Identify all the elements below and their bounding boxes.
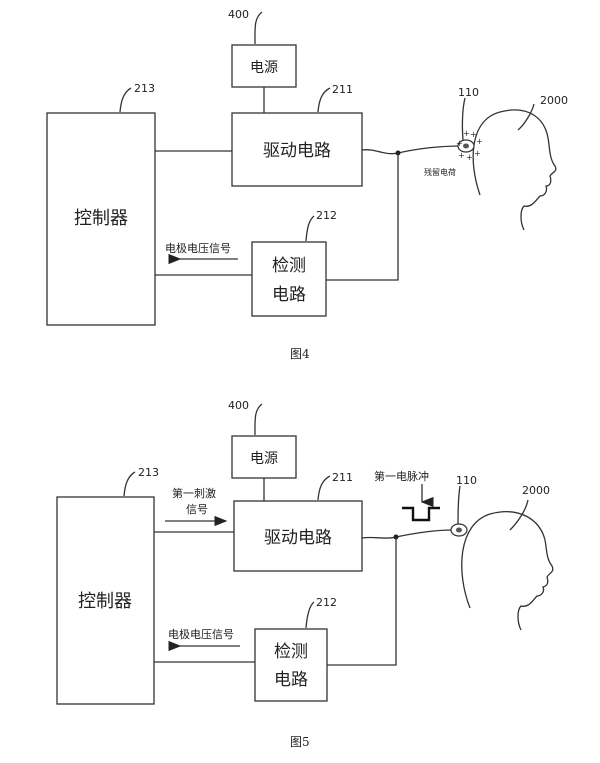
driver-circuit-label: 驱动电路 xyxy=(264,528,332,548)
ref-400: 400 xyxy=(228,8,249,21)
detect-circuit-label-1: 检测 xyxy=(272,256,306,276)
leader-2000 xyxy=(517,103,535,131)
power-supply-label: 电源 xyxy=(250,451,278,467)
figure-4: 电源 400 驱动电路 211 控制器 213 检测 电路 212 电极电压信号… xyxy=(0,0,600,380)
leader-2000 xyxy=(509,499,529,531)
residual-charge-marks: + + + + + + + xyxy=(456,129,483,162)
feedback-wire xyxy=(327,537,397,666)
leader-213 xyxy=(123,471,136,497)
leader-400 xyxy=(254,11,263,45)
svg-text:+: + xyxy=(463,129,470,138)
driver-circuit-box xyxy=(233,500,363,572)
leader-211 xyxy=(317,87,331,113)
signal-label: 电极电压信号 xyxy=(165,241,231,255)
controller-label: 控制器 xyxy=(78,591,132,612)
driver-circuit-label: 驱动电路 xyxy=(263,141,331,161)
ref-400: 400 xyxy=(228,399,249,412)
pulse-label: 第一电脉冲 xyxy=(374,469,429,483)
head-outline xyxy=(461,511,554,631)
electrode-core xyxy=(463,143,469,149)
stim-label-1: 第一刺激 xyxy=(172,486,216,500)
figure-5: 电源 400 驱动电路 211 控制器 213 第一刺激 信号 检测 电路 21… xyxy=(0,380,600,763)
ref-212: 212 xyxy=(316,596,337,609)
leader-213 xyxy=(119,87,132,113)
figure-4-diagram: 电源 400 驱动电路 211 控制器 213 检测 电路 212 电极电压信号… xyxy=(46,8,568,361)
svg-text:+: + xyxy=(474,149,481,158)
ref-110: 110 xyxy=(456,474,477,487)
controller-label: 控制器 xyxy=(74,208,128,229)
residual-charge-label: 残留电荷 xyxy=(424,167,456,177)
driver-output-wire xyxy=(361,145,463,155)
stim-label-2: 信号 xyxy=(186,503,208,516)
driver-circuit-box xyxy=(231,112,363,187)
svg-text:+: + xyxy=(466,153,473,162)
detect-circuit-box xyxy=(251,241,327,317)
ref-2000: 2000 xyxy=(522,484,550,497)
ref-213: 213 xyxy=(138,466,159,479)
svg-text:+: + xyxy=(458,151,465,160)
detect-circuit-box xyxy=(254,628,328,702)
power-supply-label: 电源 xyxy=(250,60,278,76)
ref-211: 211 xyxy=(332,83,353,96)
ref-110: 110 xyxy=(458,86,479,99)
ref-211: 211 xyxy=(332,471,353,484)
leader-110 xyxy=(457,485,461,525)
signal-label: 电极电压信号 xyxy=(168,627,234,641)
figure-5-caption: 图5 xyxy=(290,735,310,749)
svg-text:+: + xyxy=(470,130,477,139)
figure-4-caption: 图4 xyxy=(290,347,310,361)
svg-text:+: + xyxy=(476,137,483,146)
head-outline xyxy=(472,109,557,231)
ref-213: 213 xyxy=(134,82,155,95)
leader-110 xyxy=(461,97,466,141)
power-supply-box xyxy=(231,44,297,88)
ref-212: 212 xyxy=(316,209,337,222)
feedback-wire xyxy=(326,153,399,281)
leader-400 xyxy=(254,403,263,436)
ref-2000: 2000 xyxy=(540,94,568,107)
driver-output-wire xyxy=(361,529,453,539)
detect-circuit-label-2: 电路 xyxy=(272,285,306,305)
controller-box xyxy=(56,496,155,705)
leader-211 xyxy=(317,475,331,501)
controller-box xyxy=(46,112,156,326)
figure-5-diagram: 电源 400 驱动电路 211 控制器 213 第一刺激 信号 检测 电路 21… xyxy=(56,399,554,749)
electrode-core xyxy=(456,527,462,533)
power-supply-box xyxy=(231,435,297,479)
detect-circuit-label-1: 检测 xyxy=(274,642,308,662)
svg-text:+: + xyxy=(456,139,463,148)
leader-212 xyxy=(305,601,315,629)
detect-circuit-label-2: 电路 xyxy=(274,670,308,690)
pulse-waveform xyxy=(402,506,440,522)
leader-212 xyxy=(305,215,315,242)
